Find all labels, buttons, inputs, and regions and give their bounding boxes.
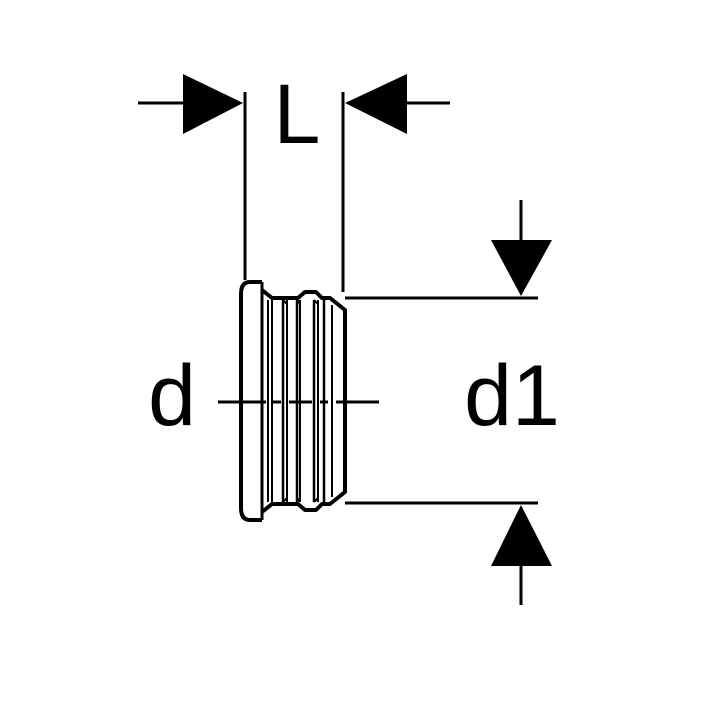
length-arrow-right-head — [345, 74, 407, 134]
groove-ticks — [282, 299, 319, 503]
outer-diameter-arrow-top-head — [491, 240, 552, 296]
length-label: L — [274, 67, 321, 161]
outer-diameter-dimension: d1 — [345, 200, 560, 605]
outer-diameter-label: d1 — [464, 348, 560, 444]
length-arrow-left-head — [183, 74, 243, 134]
length-dimension: L — [138, 67, 450, 292]
outer-diameter-arrow-bottom-head — [491, 505, 552, 566]
diameter-label: d — [148, 348, 196, 444]
